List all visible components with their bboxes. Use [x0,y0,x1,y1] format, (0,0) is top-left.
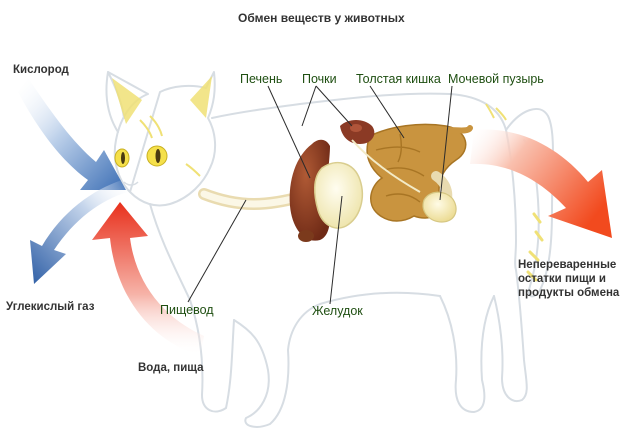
oxygen-label: Кислород [13,64,69,76]
bladder-label: Мочевой пузырь [448,72,544,86]
oxygen-arrow-icon [18,78,126,190]
stomach-label: Желудок [312,304,363,318]
organs [198,120,473,242]
large-intestine-label: Толстая кишка [356,72,441,86]
co2-arrow-icon [30,180,128,284]
diagram-title: Обмен веществ у животных [238,11,405,25]
food-water-arrow-icon [92,202,204,356]
food-water-label: Вода, пища [138,362,204,374]
waste-arrow-icon [470,129,612,238]
bladder-shape [422,191,457,223]
co2-label: Углекислый газ [6,301,95,313]
cat-silhouette [105,71,554,428]
waste-label: Непереваренные остатки пищи и продукты о… [518,259,620,299]
liver-label: Печень [240,72,283,86]
leader-lines [187,85,453,305]
stomach-shape [314,161,364,229]
kidneys-label: Почки [302,72,337,86]
kidney-shape [340,120,375,144]
esophagus-label: Пищевод [160,303,214,317]
cat-face [112,76,544,282]
